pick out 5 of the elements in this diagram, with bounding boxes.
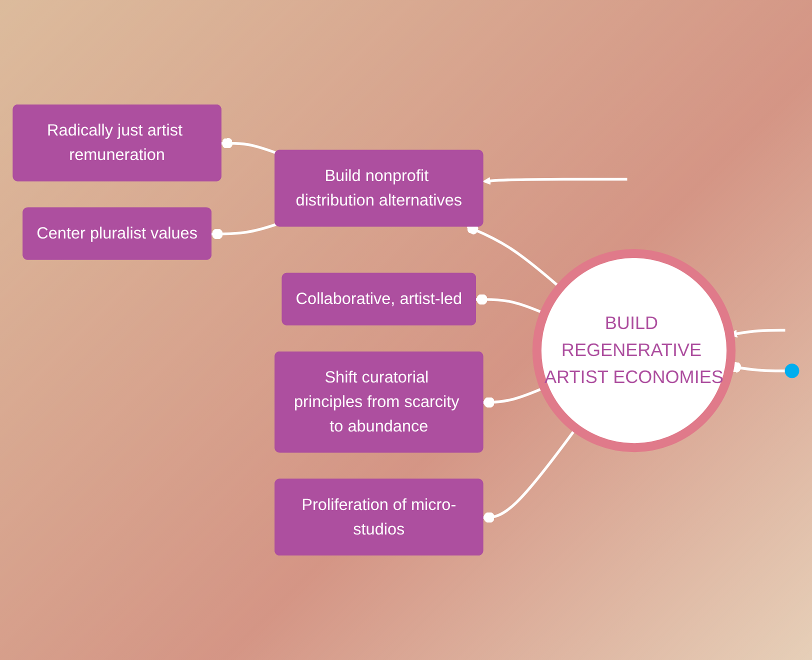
connector [211,223,277,240]
node-circle [784,364,800,378]
connector [221,138,277,154]
arrow [482,176,628,185]
node-circle: BUILD REGENERATIVE ARTIST ECONOMIES [532,248,736,452]
